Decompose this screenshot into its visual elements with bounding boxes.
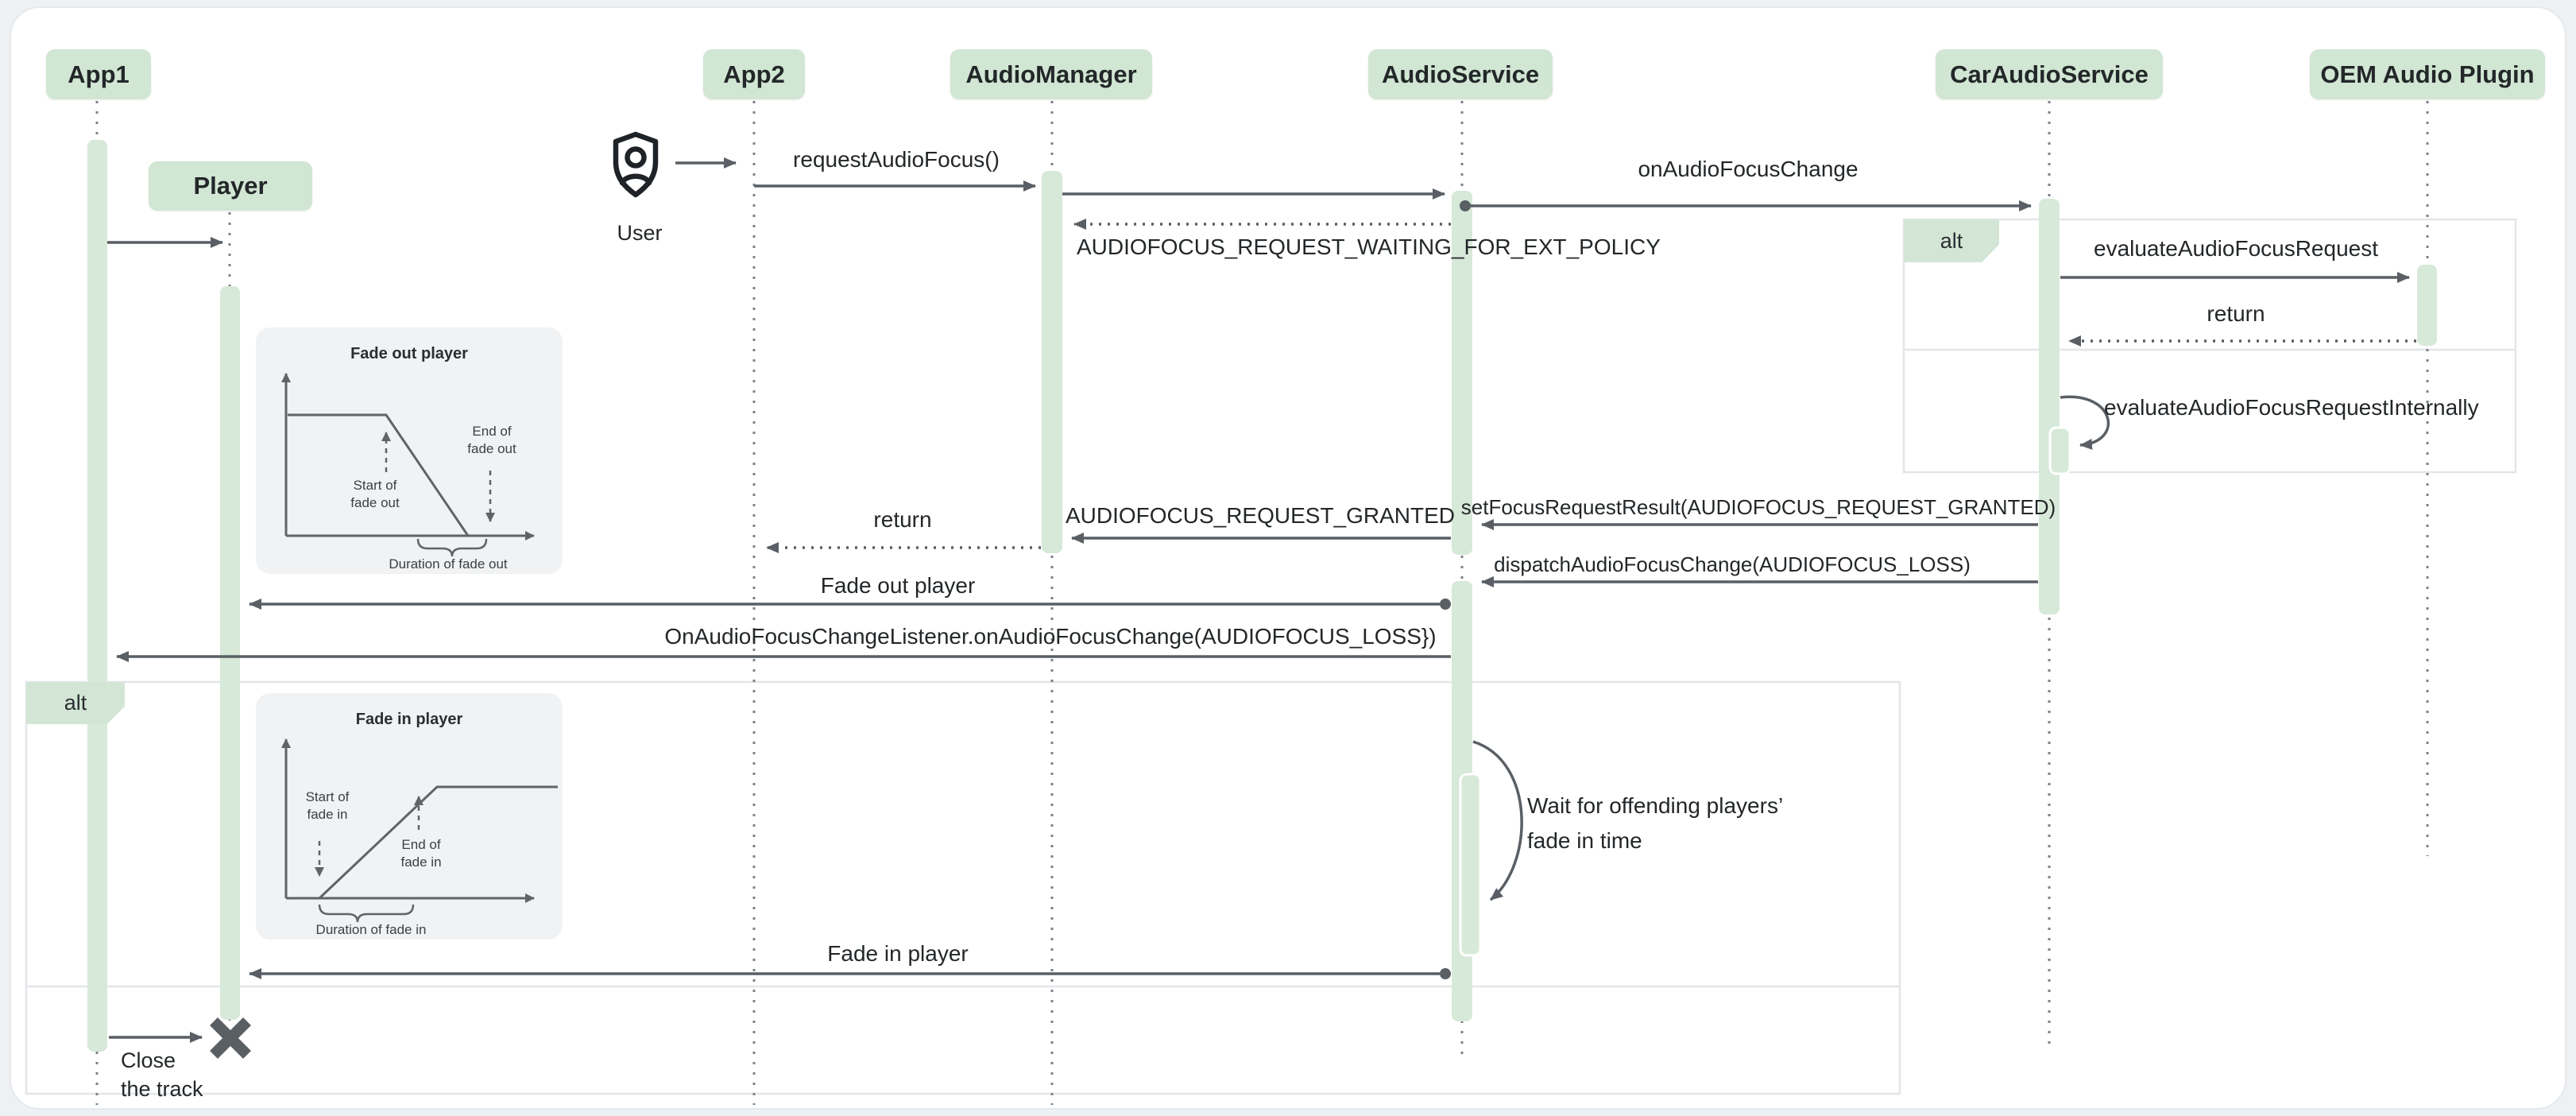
- activation-caraudioservice: [2039, 199, 2060, 614]
- dot-fade-out: [1440, 599, 1451, 610]
- label-fade-out-player: Fade out player: [820, 573, 976, 598]
- label-wait-note: Wait for offending players’ fade in time: [1527, 793, 1784, 853]
- participant-oem-plugin: OEM Audio Plugin: [2310, 49, 2545, 99]
- participant-player: Player: [149, 161, 312, 211]
- fade-in-inset: Fade in player Start of fade in End of f…: [256, 693, 563, 940]
- activation-audiomanager: [1042, 171, 1062, 553]
- label-return-right: return: [2207, 301, 2265, 326]
- fade-in-start-label: Start of fade in: [305, 789, 350, 822]
- label-fade-in-player: Fade in player: [827, 941, 969, 966]
- user-label: User: [617, 221, 663, 245]
- fade-out-end-label: End of fade out: [467, 424, 516, 456]
- label-request-audio-focus: requestAudioFocus(): [793, 147, 1000, 172]
- fade-in-end-label: End of fade in: [400, 837, 442, 870]
- label-evaluate-internally: evaluateAudioFocusRequestInternally: [2104, 395, 2479, 420]
- fade-out-inset-plot: [281, 373, 535, 557]
- label-on-audio-focus-change: onAudioFocusChange: [1638, 157, 1859, 181]
- activation-app1: [87, 140, 107, 1052]
- label-waiting-ext-policy: AUDIOFOCUS_REQUEST_WAITING_FOR_EXT_POLIC…: [1077, 234, 1661, 259]
- label-on-focus-change-listener: OnAudioFocusChangeListener.onAudioFocusC…: [664, 624, 1437, 649]
- arrow-evaluate-internally-self: [2060, 395, 2110, 450]
- participant-audioservice: AudioService: [1368, 49, 1553, 99]
- destroy-x-icon: [210, 1017, 251, 1059]
- fade-out-inset-title: Fade out player: [350, 345, 468, 362]
- label-set-focus-result: setFocusRequestResult(AUDIOFOCUS_REQUEST…: [1460, 495, 2056, 519]
- label-request-granted: AUDIOFOCUS_REQUEST_GRANTED: [1065, 503, 1456, 528]
- dot-on-audio-focus-change: [1460, 200, 1471, 211]
- alt-tab-right: alt: [1904, 219, 1999, 262]
- fade-out-start-label: Start of fade out: [350, 478, 400, 510]
- arrow-wait-self: [1472, 740, 1523, 901]
- alt-frame-left: [25, 680, 1901, 1095]
- fade-out-duration-label: Duration of fade out: [389, 556, 508, 572]
- label-evaluate-request: evaluateAudioFocusRequest: [2093, 236, 2379, 261]
- user-shield-icon: [613, 131, 659, 198]
- alt-tab-left: alt: [26, 682, 125, 724]
- fade-in-inset-title: Fade in player: [355, 711, 463, 728]
- alt-frame-right: [1902, 218, 2517, 474]
- label-dispatch-change: dispatchAudioFocusChange(AUDIOFOCUS_LOSS…: [1494, 552, 1971, 576]
- participant-app1: App1: [46, 49, 151, 99]
- activation-oem-plugin: [2417, 265, 2437, 346]
- label-return-left: return: [873, 507, 932, 532]
- activation-audioservice-wait: [1459, 773, 1482, 957]
- activation-caraudioservice-nested: [2048, 426, 2071, 475]
- fade-in-inset-plot: [281, 738, 558, 923]
- fade-out-inset: Fade out player Start of fade out End of…: [256, 327, 563, 574]
- dot-fade-in: [1440, 968, 1451, 979]
- participant-audiomanager: AudioManager: [950, 49, 1152, 99]
- activation-audioservice-1: [1452, 191, 1472, 555]
- participant-caraudioservice: CarAudioService: [1936, 49, 2163, 99]
- fade-in-duration-label: Duration of fade in: [315, 922, 427, 937]
- activation-player: [220, 286, 240, 1020]
- label-close-track: Close the track: [121, 1048, 203, 1101]
- participant-app2: App2: [703, 49, 805, 99]
